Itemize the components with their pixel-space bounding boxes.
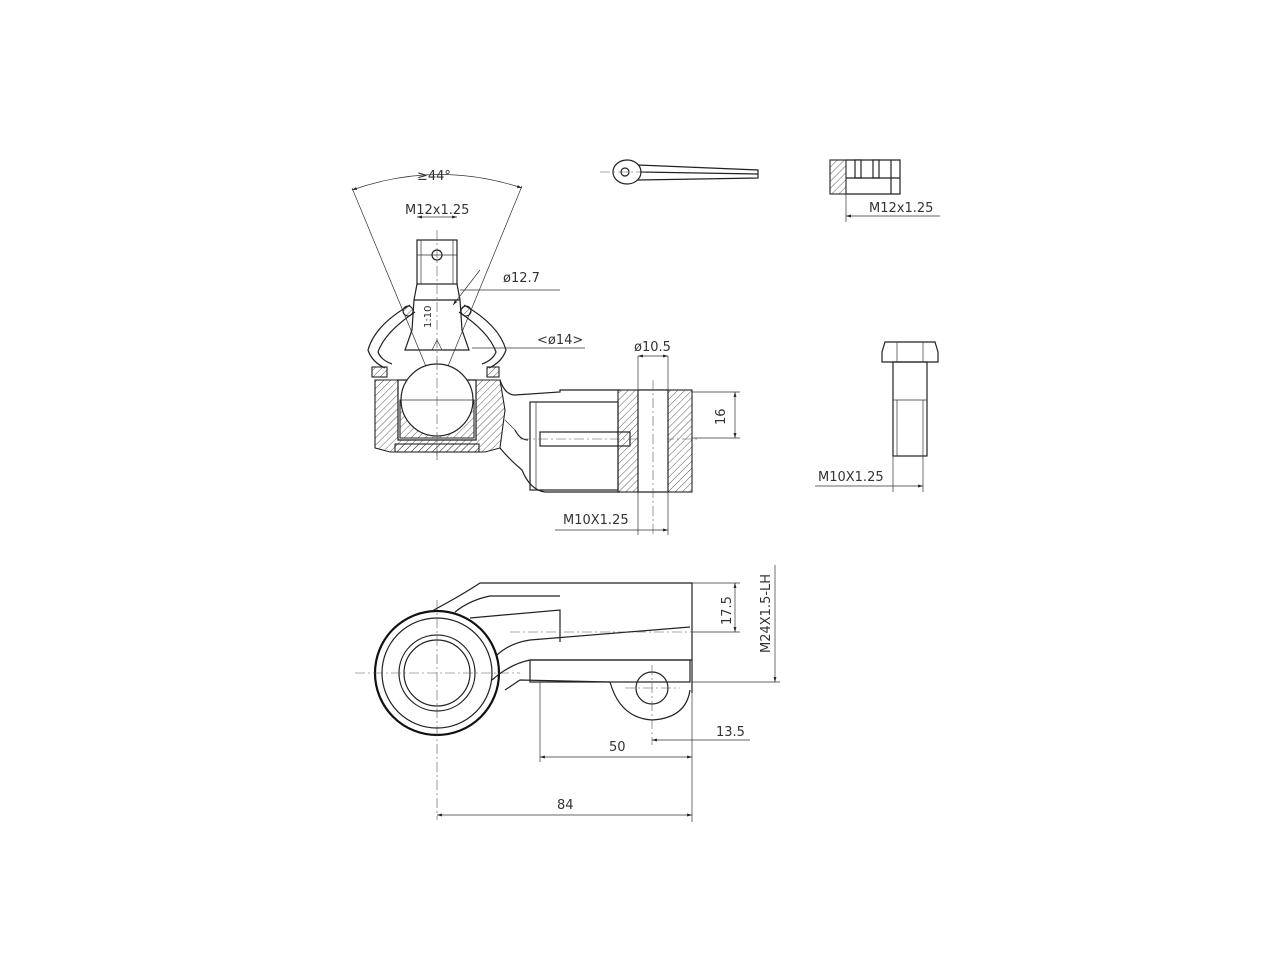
label-dim-84: 84 — [557, 798, 574, 813]
ball-joint-section-view: ≥44° M12x1.25 1:10 ø12.7 <ø14> — [351, 169, 740, 535]
tie-rod-end-top-view: 17.5 M24X1.5-LH 13.5 50 84 — [355, 565, 780, 822]
bolt-view: M10X1.25 — [815, 341, 939, 492]
label-dim-50: 50 — [609, 740, 626, 755]
cotter-pin-view — [600, 159, 759, 185]
label-nut-thread: M12x1.25 — [869, 201, 933, 216]
label-dia-stud: ø12.7 — [503, 271, 540, 286]
label-bolt-thread: M10X1.25 — [818, 470, 884, 485]
label-dim-16: 16 — [714, 408, 729, 425]
label-housing-thread: M24X1.5-LH — [759, 574, 774, 653]
label-dia-boot: <ø14> — [537, 333, 583, 348]
label-taper: 1:10 — [423, 306, 434, 328]
label-dim-17-5: 17.5 — [720, 596, 735, 625]
label-angle: ≥44° — [417, 169, 451, 184]
label-stud-thread: M12x1.25 — [405, 203, 469, 218]
castle-nut-view: M12x1.25 — [829, 159, 940, 222]
label-side-thread: M10X1.25 — [563, 513, 629, 528]
label-dia-hole: ø10.5 — [634, 340, 671, 355]
label-dim-13-5: 13.5 — [716, 725, 745, 740]
